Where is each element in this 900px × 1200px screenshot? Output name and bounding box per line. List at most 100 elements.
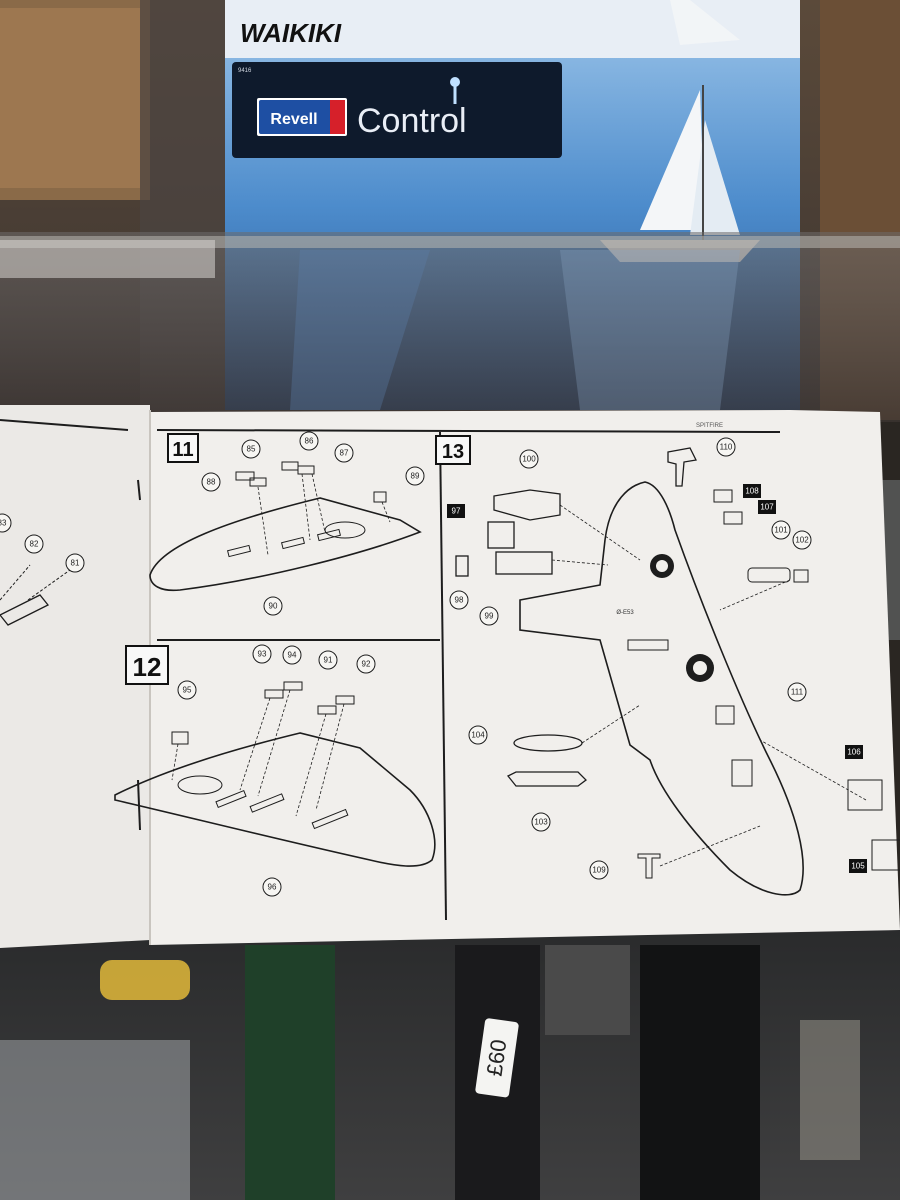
part-callout-shape — [318, 650, 338, 670]
part-callout-label: 86 — [305, 437, 314, 446]
part-callout-label: 83 — [0, 519, 7, 528]
part-callout-label: 89 — [411, 472, 420, 481]
part-callout-99: 99 — [479, 606, 499, 626]
step-12-box — [125, 645, 169, 685]
part-callout-shape — [282, 645, 302, 665]
part-callout-100: 100 — [519, 449, 539, 469]
part-callout-label: 107 — [760, 503, 774, 512]
part-callout-shape — [262, 877, 282, 897]
part-callout-shape — [334, 443, 354, 463]
wing-upper-drawing — [149, 497, 422, 592]
wing-lower-drawing — [114, 732, 436, 867]
part-callout-label: 88 — [207, 478, 216, 487]
part-callout-111: 111 — [787, 682, 807, 702]
part-callout-108: 108 — [743, 484, 761, 498]
step-12-number: 12 — [133, 652, 162, 682]
part-callout-81: 81 — [65, 553, 85, 573]
box-title: WAIKIKI — [240, 18, 342, 48]
step-13-box — [435, 435, 471, 465]
part-callout-104: 104 — [468, 725, 488, 745]
yellow-part — [100, 960, 190, 1000]
part-callout-98: 98 — [449, 590, 469, 610]
step-11-box — [167, 433, 199, 463]
part-callout-label: 111 — [791, 688, 804, 697]
part-callout-96: 96 — [262, 877, 282, 897]
part-callout-88: 88 — [201, 472, 221, 492]
part-callout-shape — [589, 860, 609, 880]
fuselage-marking: Ø-E53 — [616, 610, 634, 616]
part-callout-shape — [299, 431, 319, 451]
part-callout-shape — [263, 596, 283, 616]
step-13-number: 13 — [442, 441, 464, 463]
part-callout-shape — [792, 530, 812, 550]
part-callout-label: 108 — [745, 487, 759, 496]
part-callout-shape — [65, 553, 85, 573]
part-callout-85: 85 — [241, 439, 261, 459]
part-callout-label: 110 — [720, 443, 733, 452]
part-callout-shape — [743, 484, 761, 498]
part-callout-106: 106 — [845, 745, 863, 759]
part-callout-shape — [849, 859, 867, 873]
part-callout-shape — [0, 513, 12, 533]
part-callout-label: 106 — [847, 748, 861, 757]
part-callout-110: 110 — [716, 437, 736, 457]
part-callout-label: 104 — [471, 731, 485, 740]
part-callout-shape — [758, 500, 776, 514]
part-callout-91: 91 — [318, 650, 338, 670]
part-callout-shape — [531, 812, 551, 832]
step-11-number: 11 — [172, 439, 193, 461]
part-callout-105: 105 — [849, 859, 867, 873]
part-callout-shape — [356, 654, 376, 674]
part-callout-shape — [468, 725, 488, 745]
product-line-text: Control — [357, 102, 467, 140]
part-callout-label: 85 — [247, 445, 256, 454]
box-code: 9416 — [238, 68, 252, 74]
part-callout-label: 82 — [30, 540, 39, 549]
fuselage-drawing — [519, 481, 804, 896]
part-callout-shape — [201, 472, 221, 492]
part-callout-shape — [519, 449, 539, 469]
part-callout-label: 101 — [774, 526, 788, 535]
part-callout-label: 81 — [71, 559, 80, 568]
part-callout-label: 109 — [592, 866, 606, 875]
part-callout-103: 103 — [531, 812, 551, 832]
part-callout-89: 89 — [405, 466, 425, 486]
part-callout-shape — [405, 466, 425, 486]
part-callout-label: 91 — [324, 656, 333, 665]
part-callout-82: 82 — [24, 534, 44, 554]
part-callout-shape — [479, 606, 499, 626]
part-callout-label: 92 — [362, 660, 371, 669]
part-callout-label: 105 — [851, 862, 865, 871]
part-callout-95: 95 — [177, 680, 197, 700]
part-callout-shape — [449, 590, 469, 610]
part-callout-101: 101 — [771, 520, 791, 540]
part-callout-shape — [716, 437, 736, 457]
part-callout-109: 109 — [589, 860, 609, 880]
sail-main — [640, 90, 705, 230]
part-callout-shape — [771, 520, 791, 540]
part-callout-shape — [447, 504, 465, 518]
part-callout-label: 95 — [183, 686, 192, 695]
part-callout-shape — [24, 534, 44, 554]
part-callout-label: 100 — [522, 455, 536, 464]
part-callout-86: 86 — [299, 431, 319, 451]
part-callout-label: 99 — [485, 612, 494, 621]
part-callout-label: 102 — [795, 536, 809, 545]
part-callout-label: 96 — [268, 883, 277, 892]
instruction-manual: SPITFIRE 11 12 13 — [0, 405, 900, 948]
part-callout-label: 97 — [452, 507, 461, 516]
right-page — [150, 410, 900, 945]
brand-text: Revell — [270, 111, 317, 128]
part-callout-shape — [787, 682, 807, 702]
part-callout-shape — [845, 745, 863, 759]
header-model: SPITFIRE — [696, 423, 723, 429]
part-callout-97: 97 — [447, 504, 465, 518]
price-tag-text: £60 — [482, 1038, 512, 1078]
part-callout-shape — [177, 680, 197, 700]
part-callout-label: 87 — [340, 449, 349, 458]
part-callout-102: 102 — [792, 530, 812, 550]
part-callout-label: 90 — [269, 602, 278, 611]
part-callout-92: 92 — [356, 654, 376, 674]
